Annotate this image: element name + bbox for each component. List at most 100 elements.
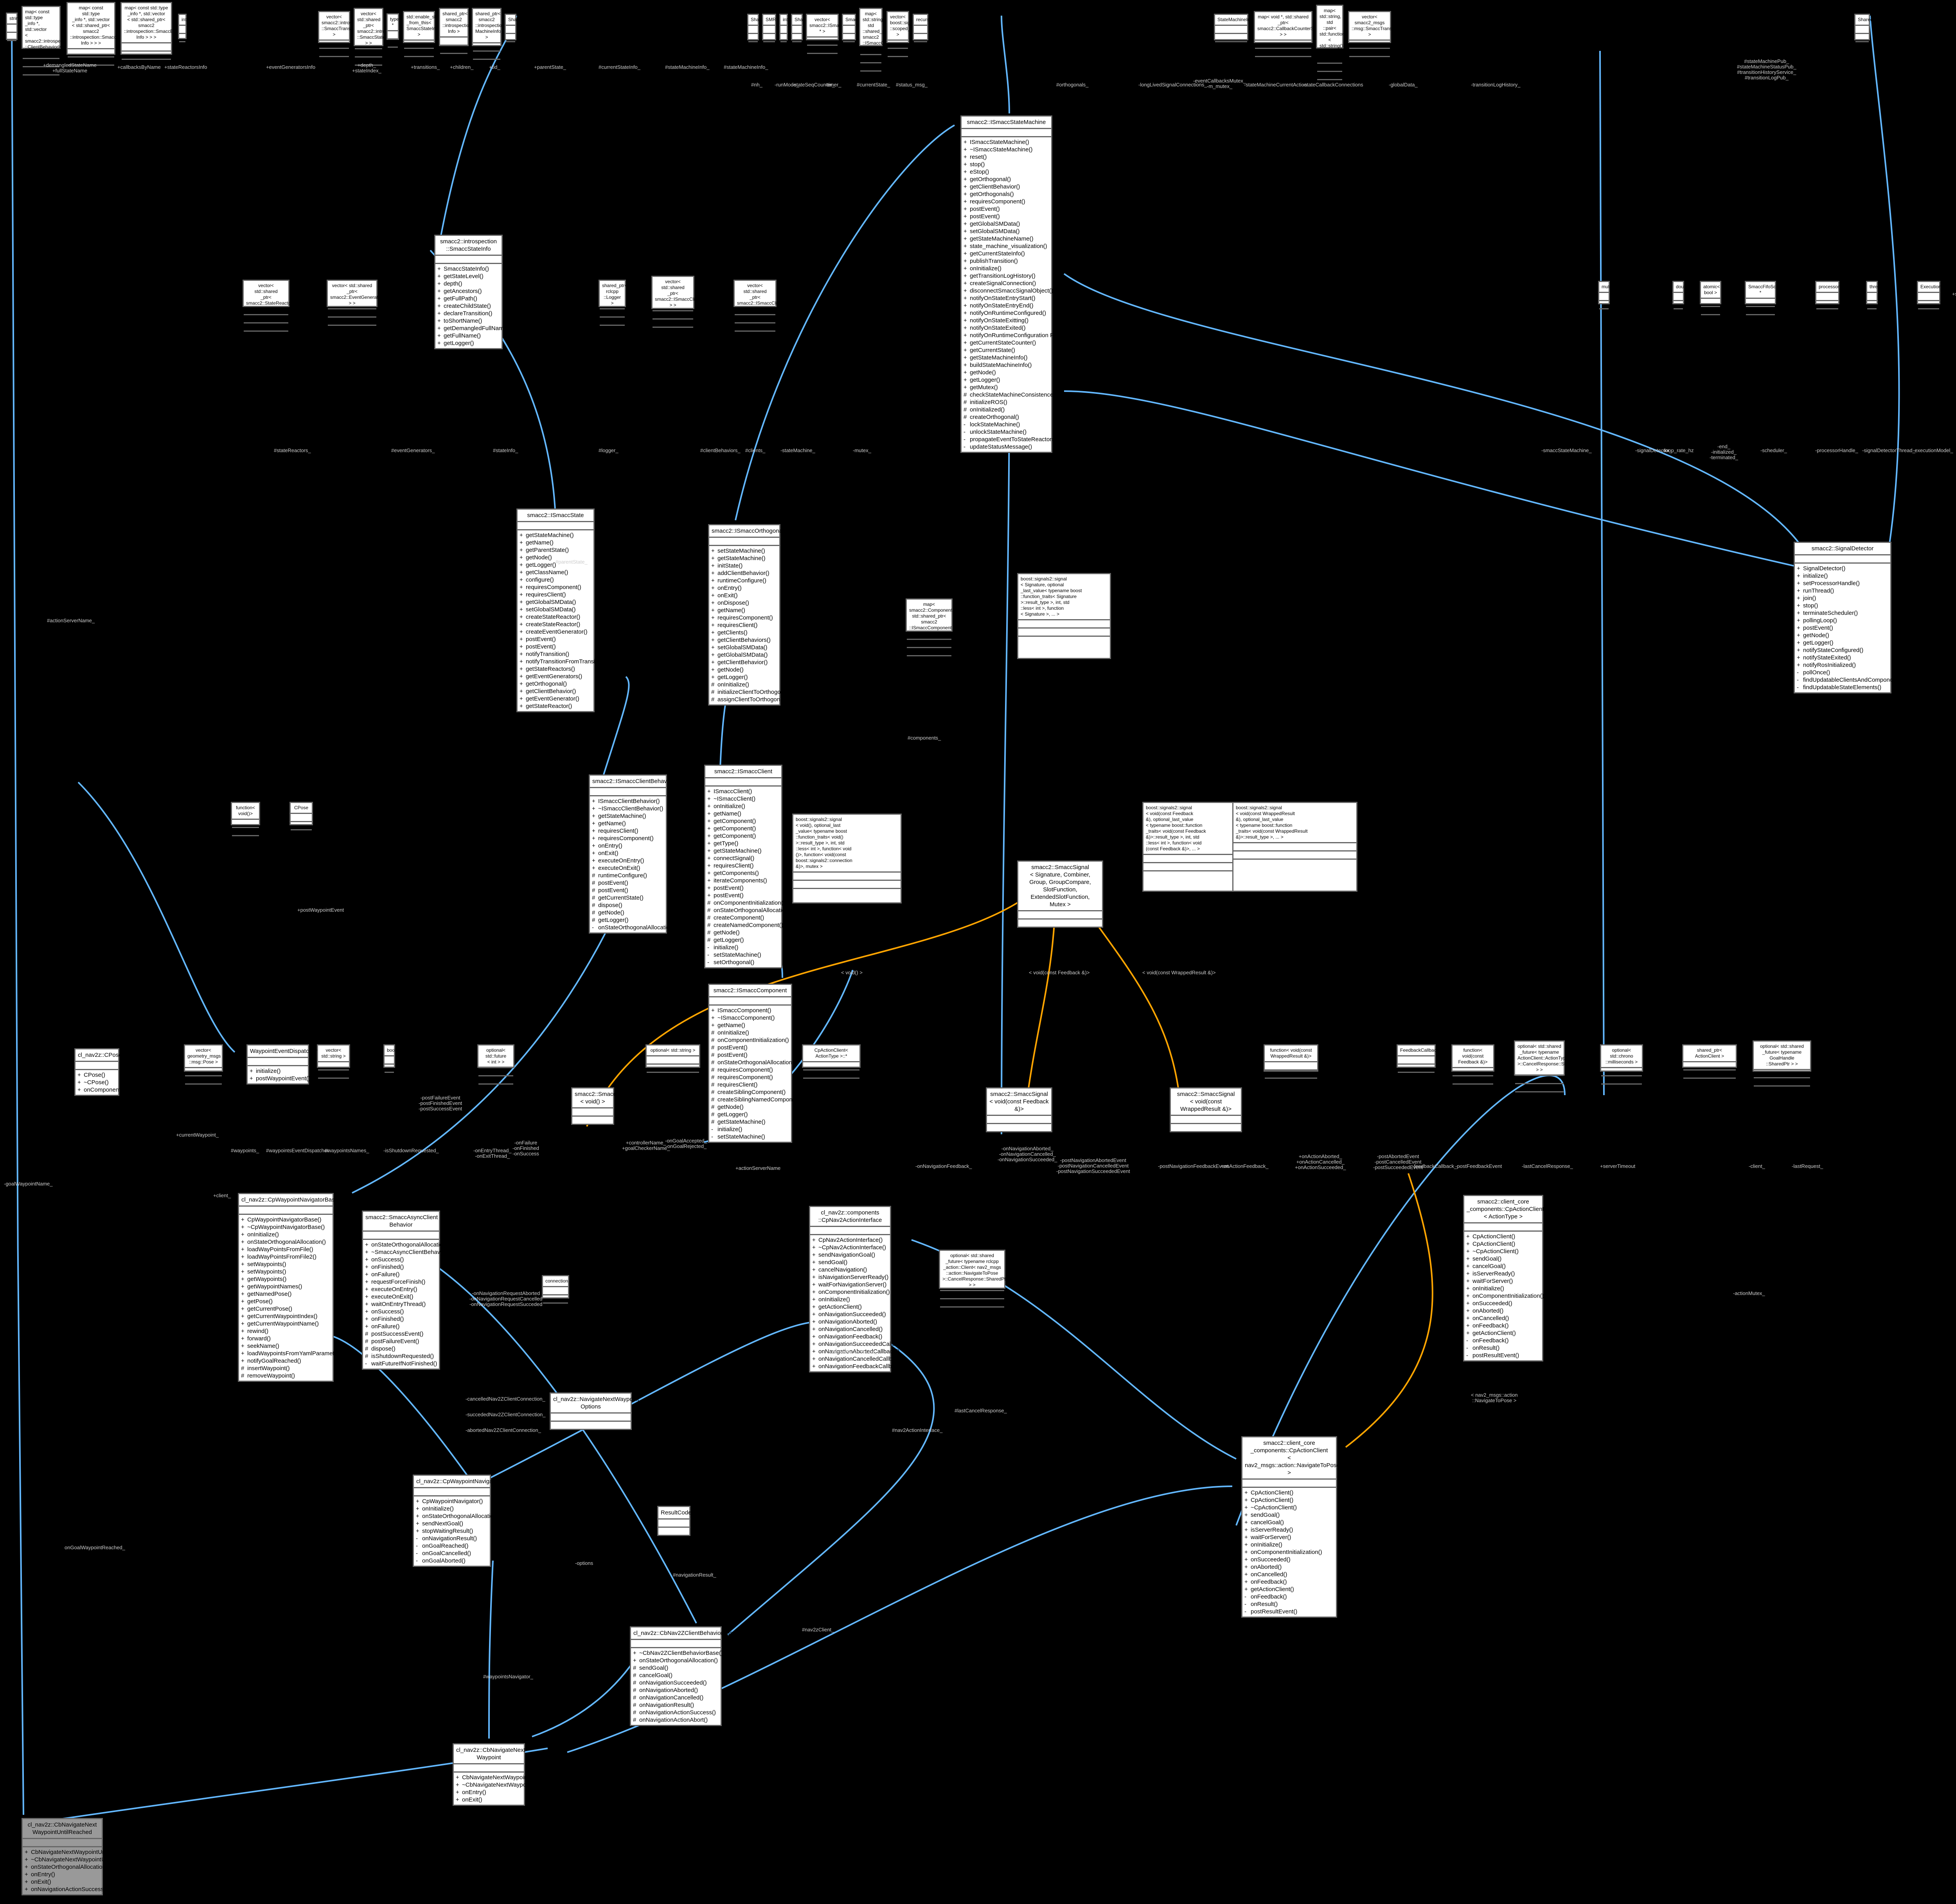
visibility-marker: # bbox=[707, 937, 711, 943]
attributes-compartment bbox=[1215, 26, 1247, 34]
operation-name: onComponentInitialization() bbox=[818, 1289, 890, 1295]
class-navigate-next-waypoint-options[interactable]: cl_nav2z::NavigateNextWaypoint Options bbox=[550, 1392, 639, 1430]
edge-label: -onNavigationAborted_ -onNavigationCance… bbox=[998, 1146, 1057, 1162]
operations-compartment: +ISmaccComponent()+~ISmaccComponent()+ge… bbox=[709, 1006, 805, 1142]
operations-compartment: +ISmaccStateMachine()+~ISmaccStateMachin… bbox=[962, 137, 1076, 452]
class-cb-navigate-next-waypoint[interactable]: cl_nav2z::CbNavigateNext Waypoint+CbNavi… bbox=[453, 1743, 536, 1806]
operation: +getCurrentState() bbox=[964, 347, 1049, 354]
class-name: ResultCode bbox=[658, 1507, 691, 1520]
operation-name: requiresComponent() bbox=[717, 1074, 773, 1081]
class-ismacc-state[interactable]: smacc2::ISmaccState+getStateMachine()+ge… bbox=[516, 508, 633, 712]
operation: +loadWaypointsFromYamlParameter() bbox=[241, 1350, 343, 1357]
operations-compartment bbox=[473, 52, 500, 60]
class-cp-nav2-action-interface[interactable]: cl_nav2z::components ::CpNav2ActionInter… bbox=[809, 1206, 908, 1372]
operation-name: onInitialize() bbox=[1472, 1285, 1504, 1292]
visibility-marker: + bbox=[711, 585, 715, 591]
attributes-compartment bbox=[1255, 41, 1311, 49]
operation-name: checkStateMachineConsistence() bbox=[970, 392, 1057, 398]
attributes-compartment bbox=[185, 1068, 222, 1076]
operation-name: getStateMachineInfo() bbox=[970, 354, 1028, 361]
visibility-marker: - bbox=[365, 1360, 367, 1367]
visibility-marker: + bbox=[633, 1657, 636, 1664]
operation: +getAncestors() bbox=[437, 287, 500, 295]
operation-name: onStateOrthogonalAllocation() bbox=[717, 1059, 796, 1066]
visibility-marker: + bbox=[964, 287, 967, 294]
operation-name: getLogger() bbox=[714, 937, 744, 943]
visibility-marker: - bbox=[707, 944, 709, 951]
visibility-marker: + bbox=[964, 332, 967, 339]
class-ismacc-component[interactable]: smacc2::ISmaccComponent+ISmaccComponent(… bbox=[708, 984, 805, 1143]
operation: +requiresComponent() bbox=[592, 835, 664, 842]
class-cp-action-client-navigate-to-pose[interactable]: smacc2::client_core _components::CpActio… bbox=[1241, 1436, 1340, 1618]
operation: +depth() bbox=[437, 280, 500, 287]
operation-name: connectSignal() bbox=[714, 855, 755, 862]
class-smacc-state-info[interactable]: smacc2::introspection ::SmaccStateInfo+S… bbox=[434, 235, 511, 349]
class-smacc-signal-result[interactable]: smacc2::SmaccSignal < void(const Wrapped… bbox=[1170, 1087, 1242, 1132]
class-smacc-signal-feedback[interactable]: smacc2::SmaccSignal < void(const Feedbac… bbox=[986, 1087, 1052, 1132]
operation: +createChildState() bbox=[437, 302, 500, 310]
class-smacc-async-client-behavior[interactable]: smacc2::SmaccAsyncClient Behavior+onStat… bbox=[362, 1211, 451, 1370]
operation: +notifyOnRuntimeConfiguration Finished() bbox=[964, 332, 1076, 339]
operation-name: getName() bbox=[598, 820, 626, 827]
class-smacc-signal-void[interactable]: smacc2::SmaccSignal < void() > bbox=[571, 1087, 633, 1125]
operation-name: getCurrentState() bbox=[970, 347, 1015, 354]
visibility-marker: # bbox=[711, 696, 715, 703]
class-cp-waypoint-navigator-base[interactable]: cl_nav2z::CpWaypointNavigatorBase+CpWayp… bbox=[238, 1193, 343, 1382]
class-cb-nav2z-client-behavior-base[interactable]: cl_nav2z::CbNav2ZClientBehaviorBase+~CbN… bbox=[630, 1626, 736, 1726]
operation: #onNavigationActionSuccess() bbox=[633, 1709, 719, 1716]
class-name: function< void()> bbox=[232, 803, 259, 820]
attributes-compartment bbox=[1453, 1068, 1493, 1076]
class-ismacc-orthogonal[interactable]: smacc2::ISmaccOrthogonal+setStateMachine… bbox=[708, 524, 793, 706]
operation-name: onExit() bbox=[717, 592, 738, 599]
visibility-marker: + bbox=[520, 591, 523, 598]
visibility-marker: + bbox=[520, 629, 523, 635]
operation: +getTransitionLogHistory() bbox=[964, 272, 1049, 280]
class-cpose[interactable]: cl_nav2z::CPose+CPose()+~CPose()+onCompo… bbox=[74, 1048, 155, 1096]
operation: +~ISmaccClient() bbox=[707, 795, 779, 803]
class-signal-detector[interactable]: smacc2::SignalDetector+SignalDetector()+… bbox=[1794, 542, 1905, 693]
operation: +seekName() bbox=[241, 1342, 331, 1350]
operation: -initialize() bbox=[711, 1126, 789, 1133]
operation-name: requiresComponent() bbox=[970, 198, 1025, 205]
visibility-marker: - bbox=[711, 1133, 713, 1140]
visibility-marker: + bbox=[250, 1075, 253, 1082]
visibility-marker: + bbox=[520, 614, 523, 620]
operations-compartment bbox=[1317, 72, 1342, 80]
operation-name: isShutdownRequested() bbox=[371, 1353, 434, 1360]
operation-name: getComponent() bbox=[714, 833, 756, 839]
operations-compartment bbox=[1816, 301, 1838, 309]
visibility-marker: + bbox=[1244, 1586, 1248, 1593]
visibility-marker: + bbox=[964, 213, 967, 220]
class-waypoint-event-dispatcher[interactable]: WaypointEventDispatcher+initialize()+pos… bbox=[246, 1044, 317, 1085]
class-ismacc-client[interactable]: smacc2::ISmaccClient+ISmaccClient()+~ISm… bbox=[704, 765, 792, 968]
operation-name: createStateReactor() bbox=[526, 621, 581, 628]
class-cp-waypoint-navigator[interactable]: cl_nav2z::CpWaypointNavigator+CpWaypoint… bbox=[413, 1475, 501, 1567]
operation: +initialize() bbox=[1797, 572, 1888, 580]
visibility-marker: + bbox=[1466, 1241, 1470, 1247]
class-cb-navigate-next-waypoint-until-reached[interactable]: cl_nav2z::CbNavigateNext WaypointUntilRe… bbox=[22, 1818, 142, 1895]
type-box-feedback-callback: FeedbackCallback bbox=[1397, 1044, 1439, 1073]
class-ismacc-client-behavior[interactable]: smacc2::ISmaccClientBehavior+ISmaccClien… bbox=[589, 774, 677, 934]
class-cp-action-client-template[interactable]: smacc2::client_core _components::CpActio… bbox=[1463, 1195, 1544, 1362]
operation: +getComponent() bbox=[707, 817, 779, 825]
edge-label: #eventGenerators_ bbox=[391, 447, 435, 453]
operation-name: cancelGoal() bbox=[639, 1672, 673, 1679]
class-result-code[interactable]: ResultCode bbox=[657, 1506, 691, 1536]
visibility-marker: + bbox=[437, 273, 441, 280]
class-name: map< void *, std::shared _ptr< smacc2::C… bbox=[1255, 12, 1335, 41]
edge-string-focus bbox=[11, 23, 24, 1815]
operation-name: getCurrentState() bbox=[598, 895, 644, 901]
attributes-compartment bbox=[478, 1068, 513, 1076]
operation: +getClients() bbox=[711, 629, 777, 636]
visibility-marker: - bbox=[964, 421, 965, 428]
class-name: cl_nav2z::CpWaypointNavigatorBase bbox=[239, 1194, 338, 1207]
operations-compartment bbox=[68, 57, 114, 66]
class-ismacc-state-machine[interactable]: smacc2::ISmaccStateMachine+ISmaccStateMa… bbox=[960, 115, 1076, 453]
class-smacc-signal-template[interactable]: smacc2::SmaccSignal < Signature, Combine… bbox=[1017, 860, 1103, 928]
operation-name: postFailureEvent() bbox=[371, 1338, 419, 1345]
operation: +stop() bbox=[1797, 602, 1888, 609]
operations-compartment: +SmaccStateInfo()+getStateLevel()+depth(… bbox=[435, 264, 511, 348]
class-name: type_info * bbox=[388, 14, 409, 31]
edge-label: #waypointsNavigator_ bbox=[483, 1674, 533, 1679]
operation-name: getActionClient() bbox=[818, 1304, 862, 1310]
